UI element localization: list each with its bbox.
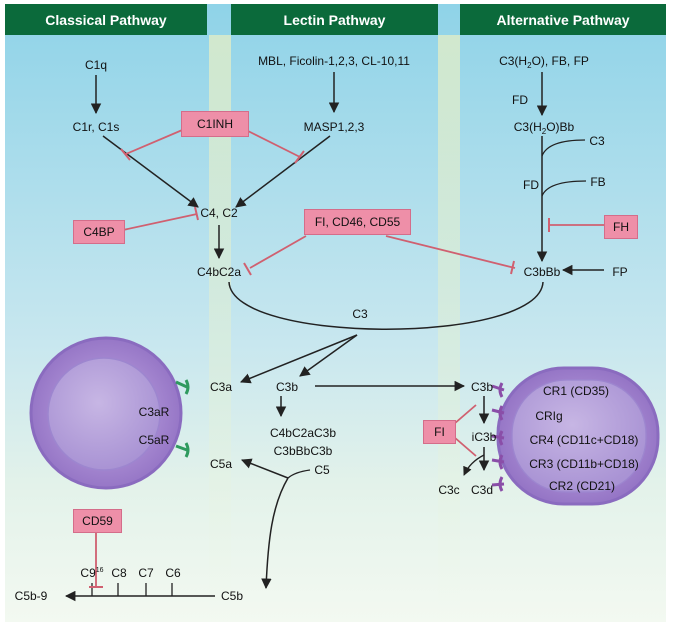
label-c5-convertase-alternative: C3bBbC3b: [274, 444, 333, 458]
label-c8: C8: [111, 566, 127, 580]
arrow-masp-c4c2: [235, 135, 331, 208]
label-c3b-left: C3b: [276, 380, 298, 394]
arrow-c3-c3a: [240, 334, 358, 384]
arrow-c3-c3b: [299, 334, 358, 377]
header-alternative-pathway: Alternative Pathway: [460, 4, 666, 35]
left-cell: [29, 336, 190, 490]
label-c4-c2: C4, C2: [200, 206, 238, 220]
crig-receptor-icon: [491, 405, 505, 421]
label-c5a: C5a: [210, 457, 232, 471]
regulator-fi-cd46-cd55: FI, CD46, CD55: [304, 209, 411, 235]
label-c9: C916: [80, 566, 103, 580]
convertase-arc: [228, 281, 544, 330]
c1inh-inhibit-masp: [241, 127, 301, 158]
label-c3-cleavage: C3: [352, 307, 368, 321]
c5ar-receptor-icon: [184, 442, 190, 458]
fi-inhibit-c3b: [453, 404, 477, 425]
label-c3bbb: C3bBb: [524, 265, 561, 279]
cr2-receptor-icon: [491, 476, 505, 492]
label-c5b: C5b: [221, 589, 243, 603]
cr3-receptor-icon: [491, 454, 505, 470]
header-lectin-pathway: Lectin Pathway: [231, 4, 438, 35]
label-c1q: C1q: [85, 58, 107, 72]
label-masp: MASP1,2,3: [304, 120, 365, 134]
label-c3c: C3c: [438, 483, 459, 497]
c1inh-inhibit-c1: [125, 127, 188, 155]
fb-input-curve: [541, 180, 587, 197]
label-c4bc2a: C4bC2a: [197, 265, 241, 279]
label-c5ar: C5aR: [139, 433, 170, 447]
label-cr1: CR1 (CD35): [543, 384, 609, 398]
arrow-c5-c5a: [241, 458, 289, 479]
label-cr2: CR2 (CD21): [549, 479, 615, 493]
label-recognition-molecules: MBL, Ficolin-1,2,3, CL-10,11: [258, 54, 410, 68]
label-c3-input: C3: [589, 134, 605, 148]
label-c3a: C3a: [210, 380, 232, 394]
right-cell: [491, 366, 660, 506]
regulator-c1inh: C1INH: [181, 111, 249, 137]
label-c3d: C3d: [471, 483, 493, 497]
arrow-c5-c5b: [261, 477, 289, 590]
label-c6: C6: [165, 566, 181, 580]
arrow-ic3b-c3c: [463, 454, 485, 476]
regulator-fh: FH: [604, 215, 638, 239]
label-cr4: CR4 (CD11c+CD18): [530, 433, 639, 447]
c4bp-inhibit-line: [122, 213, 198, 231]
label-c5: C5: [314, 463, 330, 477]
regulator-cd59: CD59: [73, 509, 122, 533]
label-fb-input: FB: [590, 175, 605, 189]
fi-inhibit-ic3b: [453, 436, 477, 457]
c3ar-receptor-icon: [184, 379, 190, 395]
regulator-fi: FI: [423, 420, 456, 444]
label-c1r-c1s: C1r, C1s: [73, 120, 120, 134]
fi-inhibit-c3bbb: [385, 235, 516, 269]
label-c3h2obb: C3(H2O)Bb: [514, 120, 575, 136]
label-c3ar: C3aR: [139, 405, 170, 419]
cr4-receptor-icon: [491, 430, 505, 446]
fi-inhibit-c4bc2a: [249, 235, 307, 269]
label-c5b-9: C5b-9: [15, 589, 48, 603]
label-ic3b: iC3b: [472, 430, 497, 444]
arrow-c1s-c4c2: [102, 135, 199, 208]
header-classical-pathway: Classical Pathway: [5, 4, 207, 35]
cr1-receptor-icon: [491, 382, 505, 398]
label-c3h2o-fb-fp: C3(H2O), FB, FP: [499, 54, 589, 70]
regulator-c4bp: C4BP: [73, 220, 125, 244]
label-c5-convertase-classical: C4bC2aC3b: [270, 426, 336, 440]
c3-input-curve: [541, 139, 586, 157]
label-c7: C7: [138, 566, 154, 580]
label-fd-mid: FD: [523, 178, 539, 192]
label-crig: CRIg: [535, 409, 562, 423]
label-fd-top: FD: [512, 93, 528, 107]
label-fp-input: FP: [612, 265, 627, 279]
label-c3b-right: C3b: [471, 380, 493, 394]
label-cr3: CR3 (CD11b+CD18): [529, 457, 638, 471]
